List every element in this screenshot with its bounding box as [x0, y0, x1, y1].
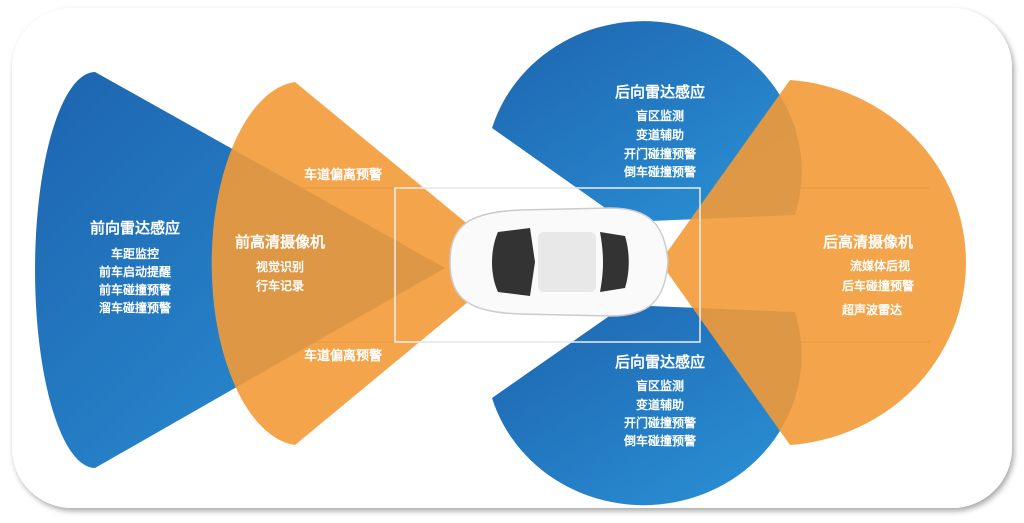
rear-radar-top-item: 盲区监测 — [636, 108, 684, 123]
road-box — [394, 187, 701, 343]
rear-radar-bottom-title: 后向雷达感应 — [615, 353, 705, 371]
rear-radar-bottom-item: 盲区监测 — [636, 378, 684, 393]
front-camera-title: 前高清摄像机 — [235, 233, 325, 251]
front-radar-item: 车距监控 — [111, 246, 159, 261]
front-radar-item: 前车启动提醒 — [99, 264, 171, 279]
rear-radar-bottom-item: 变道辅助 — [636, 397, 684, 412]
front-radar-title: 前向雷达感应 — [90, 219, 180, 237]
rear-radar-zone-bottom — [492, 305, 802, 506]
front-camera-label: 前高清摄像机 视觉识别 行车记录 — [235, 233, 325, 293]
front-radar-label: 前向雷达感应 车距监控 前车启动提醒 前车碰撞预警 溜车碰撞预警 — [90, 219, 180, 315]
rear-camera-title: 后高清摄像机 — [823, 233, 913, 251]
front-radar-item: 溜车碰撞预警 — [99, 300, 171, 315]
rear-radar-top-item: 开门碰撞预警 — [624, 146, 696, 161]
front-camera-item: 行车记录 — [255, 278, 304, 293]
rear-radar-top-item: 倒车碰撞预警 — [623, 164, 696, 179]
rear-camera-item: 流媒体后视 — [850, 258, 910, 273]
rear-radar-top-item: 变道辅助 — [636, 127, 684, 142]
front-radar-item: 前车碰撞预警 — [99, 282, 171, 297]
front-camera-item: 视觉识别 — [256, 259, 304, 274]
rear-radar-bottom-item: 开门碰撞预警 — [624, 415, 696, 430]
rear-camera-zone — [660, 80, 966, 445]
rear-camera-item: 超声波雷达 — [841, 302, 902, 317]
rear-camera-item: 后车碰撞预警 — [842, 278, 914, 293]
rear-radar-bottom-item: 倒车碰撞预警 — [623, 433, 696, 448]
rear-radar-bottom-label: 后向雷达感应 盲区监测 变道辅助 开门碰撞预警 倒车碰撞预警 — [615, 353, 705, 448]
lane-warning-bottom: 车道偏离预警 — [304, 348, 382, 364]
rear-radar-top-title: 后向雷达感应 — [615, 83, 705, 101]
rear-radar-top-label: 后向雷达感应 盲区监测 变道辅助 开门碰撞预警 倒车碰撞预警 — [615, 83, 705, 179]
rear-camera-label: 后高清摄像机 流媒体后视 后车碰撞预警 超声波雷达 — [823, 233, 914, 317]
rear-radar-zone-top — [492, 21, 802, 222]
car-icon — [449, 207, 669, 317]
front-camera-zone — [211, 82, 515, 445]
lane-warning-top: 车道偏离预警 — [304, 167, 382, 183]
